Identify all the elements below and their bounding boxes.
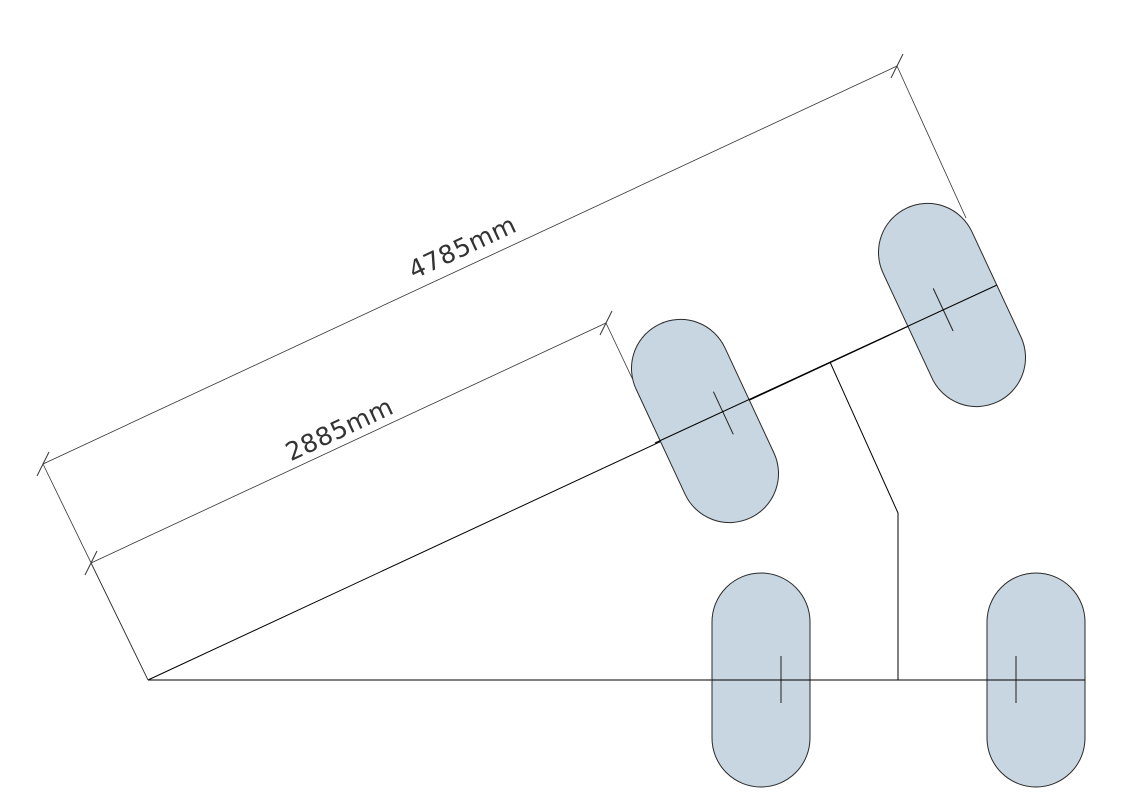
wheel-front-right — [877, 202, 1027, 408]
dimension-short-label: 2885mm — [281, 392, 398, 467]
dimension-long-tick-start — [36, 451, 50, 477]
dimension-long-tick-end — [890, 53, 904, 79]
wheel-front-left-axis-mark — [712, 391, 734, 435]
dimension-long-label: 4785mm — [404, 210, 521, 285]
dimension-short: 2885mm — [84, 310, 633, 681]
dimension-short-line — [90, 322, 607, 564]
steering-linkage — [829, 361, 899, 680]
dimension-short-tick-end — [599, 310, 613, 336]
dimension-short-extension-start — [90, 562, 149, 681]
dimension-long: 4785mm — [36, 53, 967, 681]
dimension-short-tick-start — [84, 550, 98, 576]
upper-axle-overlay — [654, 284, 998, 444]
wheel-front-left-tire — [630, 318, 780, 524]
dimension-long-line — [42, 65, 898, 465]
wheel-front-right-tire — [877, 202, 1027, 408]
dimension-long-extension-end — [896, 65, 967, 219]
dimension-short-extension-end — [605, 322, 633, 379]
wheel-front-left — [630, 318, 780, 524]
